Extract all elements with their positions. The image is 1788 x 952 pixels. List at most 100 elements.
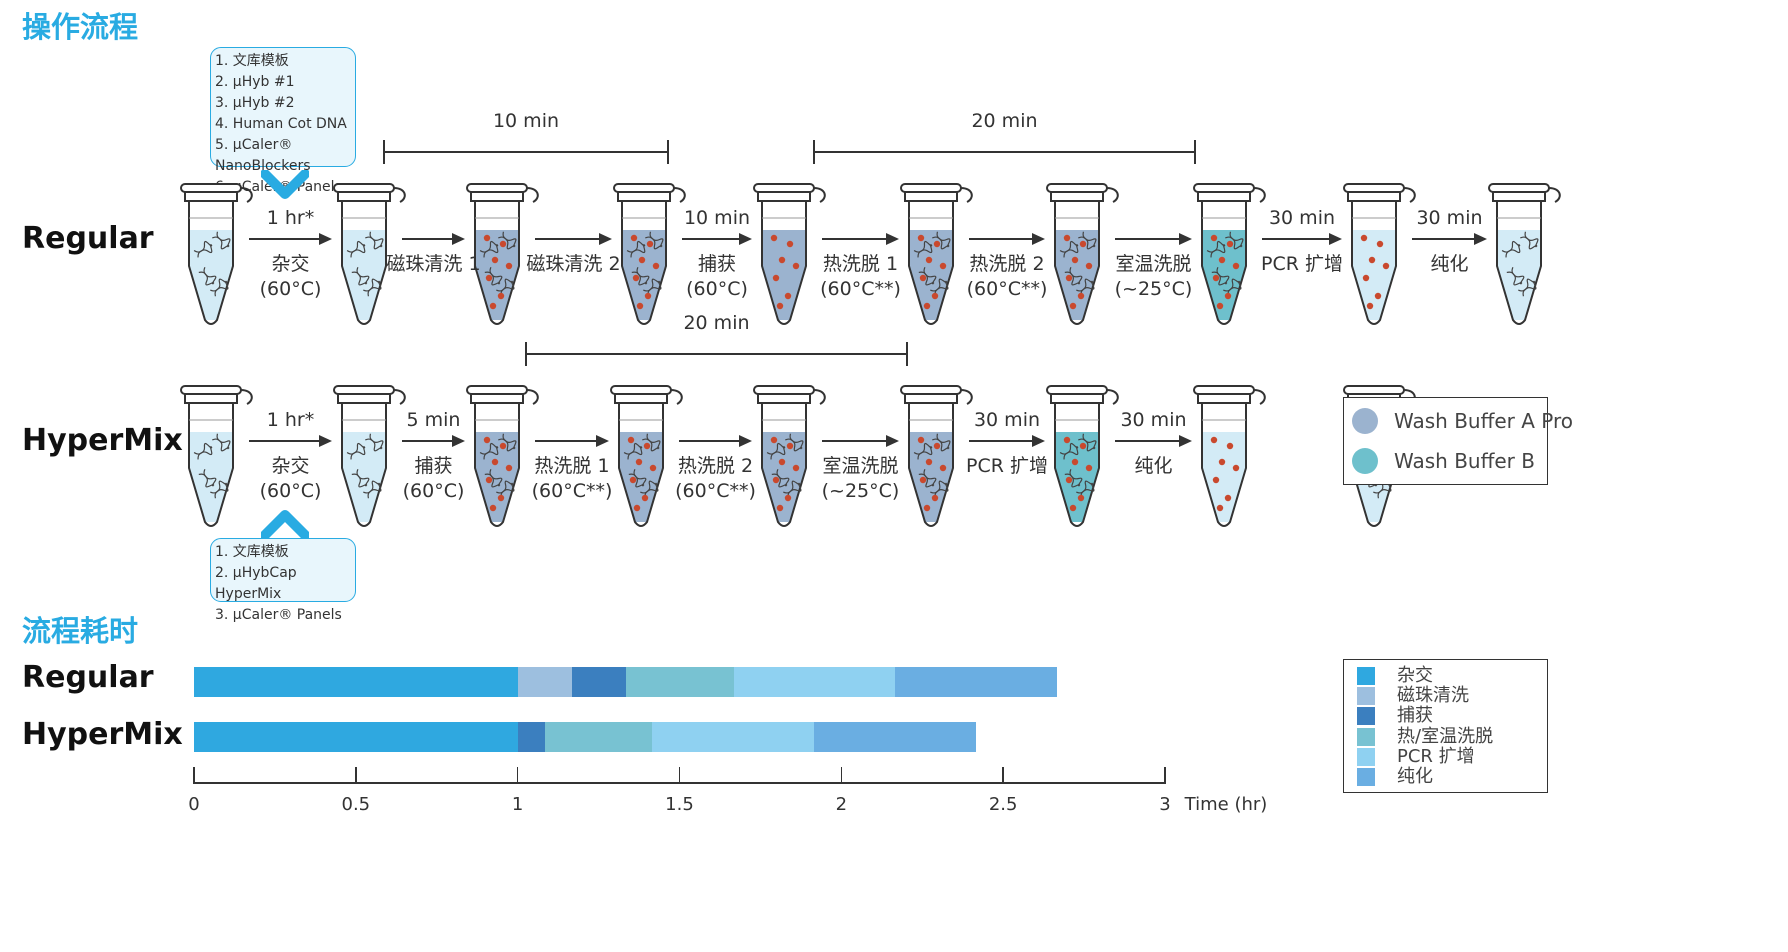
reagent-item: 3. µHyb #2	[215, 95, 295, 111]
bar-segment	[814, 722, 976, 752]
reagent-item: 5. µCaler® NanoBlockers	[215, 137, 311, 174]
tube-4	[607, 380, 689, 532]
buffer-legend-label: Wash Buffer B	[1394, 449, 1535, 473]
tube-icon	[610, 385, 683, 527]
step-label: 室温洗脱(~25°C)	[821, 455, 900, 502]
step-legend-item: 杂交	[1357, 666, 1433, 686]
bracket-label: 20 min	[971, 110, 1038, 132]
step-legend-item: PCR 扩增	[1357, 745, 1475, 767]
bar-segment	[895, 667, 1058, 697]
step-label: PCR 扩增	[966, 455, 1048, 477]
step-arrow	[402, 432, 465, 450]
step-arrow	[535, 230, 612, 248]
hypermix-reagent-list: 1. 文库模板 2. µHybCap HyperMix 3. µCaler® P…	[210, 538, 356, 623]
legend-label: 磁珠清洗	[1397, 685, 1469, 707]
duration-bracket-regular-a: 10 min	[383, 110, 669, 164]
legend-label: PCR 扩增	[1397, 745, 1475, 767]
reagent-item: 2. µHyb #1	[215, 74, 295, 90]
step-label: 热洗脱 2(60°C**)	[675, 455, 756, 502]
tube-7	[1043, 178, 1125, 330]
tube-icon	[333, 385, 406, 527]
x-axis-tick	[1164, 767, 1166, 784]
tube-icon	[1193, 385, 1266, 527]
tube-3	[463, 380, 545, 532]
buffer-legend-label: Wash Buffer A Pro	[1394, 409, 1574, 433]
chevron-down-icon	[261, 170, 309, 199]
step-label: 磁珠清洗 1	[386, 253, 481, 275]
legend-swatch	[1357, 747, 1375, 766]
buffer-legend-item: Wash Buffer A Pro	[1352, 408, 1573, 434]
tube-icon	[333, 183, 406, 325]
tube-icon	[900, 183, 973, 325]
workflow-section-title: 操作流程	[22, 10, 139, 44]
x-axis-tick	[840, 767, 843, 784]
tube-icon	[1046, 385, 1119, 527]
bar-segment	[517, 722, 545, 752]
tube-icon	[900, 385, 973, 527]
x-axis-tick	[516, 767, 519, 784]
buffer-legend-item: Wash Buffer B	[1352, 448, 1535, 474]
step-duration: 1 hr*	[266, 409, 315, 431]
tube-5	[750, 178, 832, 330]
legend-swatch	[1357, 707, 1375, 726]
step-arrow	[822, 432, 899, 450]
tube-6	[897, 178, 979, 330]
tube-icon	[1343, 183, 1416, 325]
step-label: 室温洗脱(~25°C)	[1114, 253, 1193, 300]
x-axis-tick	[678, 767, 681, 784]
regular-reagent-list: 1. 文库模板 2. µHyb #1 3. µHyb #2 4. Human C…	[210, 47, 356, 195]
bar-segment	[194, 667, 518, 697]
tube-icon	[180, 183, 253, 325]
tube-icon	[1193, 183, 1266, 325]
tube-3	[463, 178, 545, 330]
row-label-hypermix: HyperMix	[22, 423, 183, 458]
step-arrow	[679, 432, 752, 450]
tube-7	[1043, 380, 1125, 532]
row-label-regular: Regular	[22, 221, 154, 256]
tube-icon	[1488, 183, 1561, 325]
step-label: 磁珠清洗 2	[526, 253, 621, 275]
legend-swatch	[1357, 687, 1375, 706]
step-arrow	[1262, 230, 1342, 248]
step-label: 捕获(60°C)	[686, 253, 748, 300]
step-arrow	[535, 432, 609, 450]
bar-segment	[194, 722, 518, 752]
bar-segment	[625, 667, 734, 697]
step-label: 纯化	[1430, 253, 1469, 275]
bar-segment	[733, 667, 896, 697]
bracket-label: 20 min	[683, 312, 750, 334]
reagent-item: 3. µCaler® Panels	[215, 607, 342, 623]
legend-swatch	[1357, 768, 1375, 786]
x-axis-tick-label: 0	[188, 794, 200, 815]
x-axis-tick-label: 0.5	[341, 794, 371, 815]
tube-2	[330, 380, 412, 532]
reagent-item: 1. 文库模板	[215, 544, 289, 560]
step-arrow	[822, 230, 899, 248]
step-duration: 5 min	[406, 409, 461, 431]
tube-1	[177, 178, 259, 330]
step-arrow	[402, 230, 465, 248]
step-legend-item: 纯化	[1357, 767, 1433, 787]
bar-segment	[652, 722, 815, 752]
chevron-up-icon	[261, 510, 309, 539]
step-legend-item: 磁珠清洗	[1357, 686, 1469, 706]
tube-4	[610, 178, 692, 330]
tube-5	[750, 380, 832, 532]
step-duration: 30 min	[1268, 207, 1336, 229]
legend-label: 热/室温洗脱	[1397, 725, 1494, 747]
step-duration: 30 min	[1120, 409, 1187, 431]
x-axis-tick-label: 1	[511, 794, 524, 815]
duration-bracket-hypermix: 20 min	[525, 312, 908, 366]
chart-row-label-hypermix: HyperMix	[22, 717, 183, 752]
reagent-item: 1. 文库模板	[215, 53, 289, 69]
tube-icon	[466, 385, 539, 527]
step-label: 热洗脱 2(60°C**)	[966, 253, 1048, 300]
step-duration: 1 hr*	[266, 207, 315, 229]
tube-2	[330, 178, 412, 330]
step-label: PCR 扩增	[1261, 253, 1343, 275]
tube-10	[1485, 178, 1567, 330]
tube-icon	[753, 183, 826, 325]
tube-icon	[180, 385, 253, 527]
timing-bar-hypermix	[194, 722, 976, 752]
